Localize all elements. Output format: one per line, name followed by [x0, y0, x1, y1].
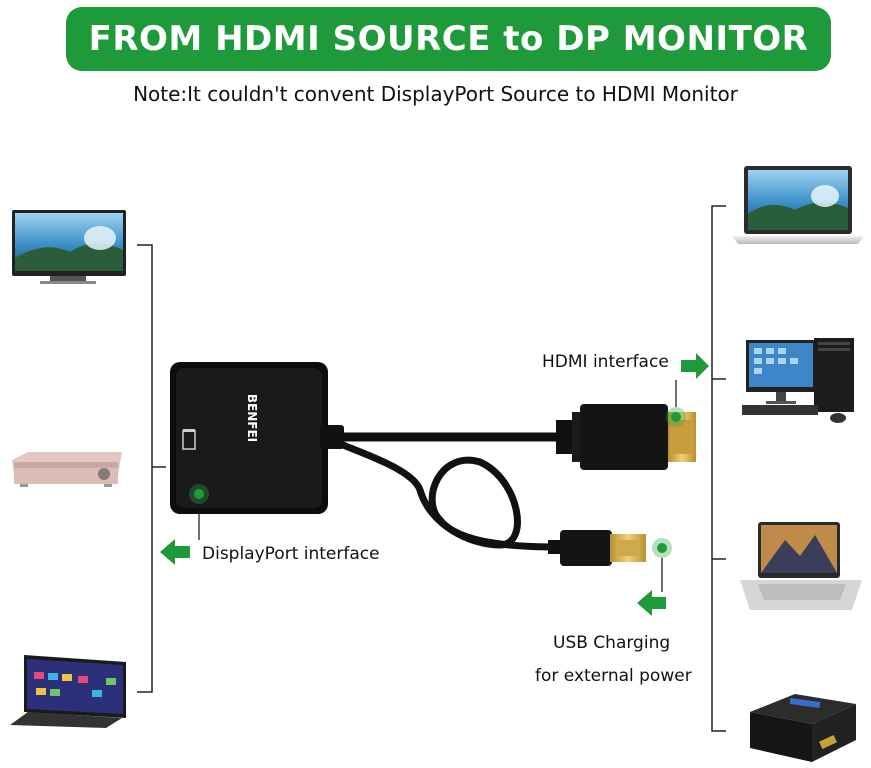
hdmi-splitter-icon: [750, 694, 856, 762]
external-power-label: for external power: [535, 666, 692, 686]
left-bracket: [137, 244, 166, 693]
compatibility-note: Note:It couldn't convent DisplayPort Sou…: [133, 82, 738, 106]
notebook-icon: [740, 522, 862, 610]
adapter-cable: [323, 432, 590, 551]
tv-monitor-icon: [12, 210, 126, 284]
projector-icon: [12, 452, 122, 487]
usb-arrow-left-icon: [637, 590, 666, 616]
adapter-body: [170, 362, 344, 514]
smart-tv-icon: [10, 655, 126, 728]
hdmi-plug: [556, 404, 696, 470]
laptop-icon: [732, 166, 864, 244]
adapter-brand: BENFEI: [245, 394, 259, 442]
usb-charging-label: USB Charging: [553, 633, 671, 653]
title-banner: FROM HDMI SOURCE to DP MONITOR: [66, 7, 831, 71]
displayport-interface-label: DisplayPort interface: [202, 544, 380, 564]
dp-interface-dot: [189, 484, 209, 540]
usb-plug: [548, 530, 646, 566]
dp-arrow-left-icon: [160, 539, 190, 565]
hdmi-interface-dot: [666, 380, 686, 427]
right-bracket: [711, 205, 726, 732]
page-title: FROM HDMI SOURCE to DP MONITOR: [88, 19, 809, 59]
hdmi-arrow-icon: [681, 353, 709, 379]
hdmi-interface-label: HDMI interface: [542, 352, 669, 372]
usb-interface-dot: [652, 538, 672, 592]
desktop-pc-icon: [742, 338, 854, 423]
